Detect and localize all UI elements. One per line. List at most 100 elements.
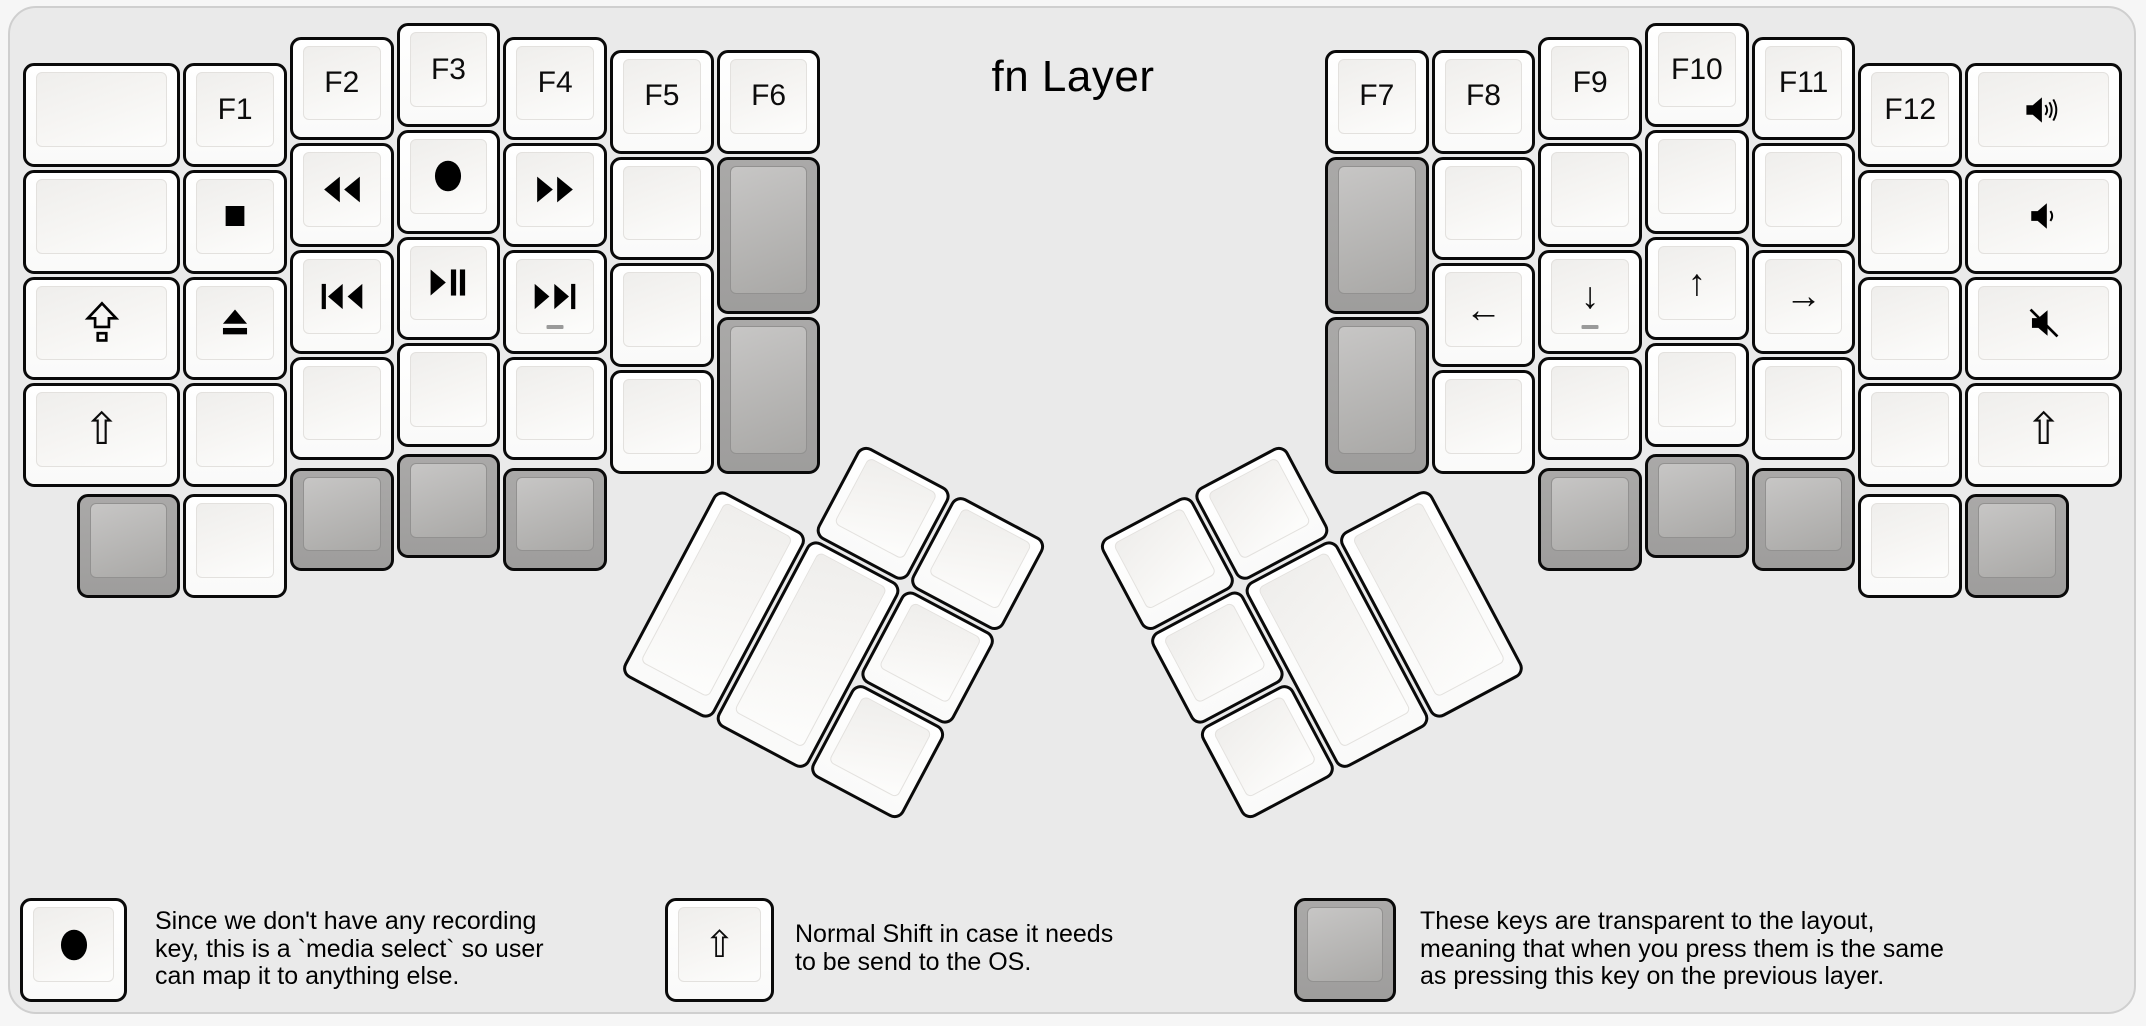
key-f11: F11 [1751,36,1856,141]
key-blank [289,356,394,461]
keycap-top [1444,58,1523,134]
legend-key [1294,898,1396,1002]
keycap-top [1337,58,1416,134]
keycap-top [623,58,701,134]
key-blank [1858,169,1963,274]
key-rewind [289,143,394,247]
key-blank [183,383,287,487]
key-label: ⇧ [36,392,167,467]
key-blank [183,494,287,598]
keycap-top [89,503,168,578]
legend-record-key [20,898,130,1005]
key-arrow-up: ↑ [1645,236,1749,341]
keycap-top [1658,463,1736,538]
keycap-top [196,503,274,578]
key-f2: F2 [289,36,394,141]
keycap-top [1551,258,1630,334]
keycap-top [516,476,595,552]
keycap-top [36,178,168,254]
keycap-top [36,392,168,467]
key-blank [1751,356,1856,461]
key-transparent [1538,467,1643,572]
key-label: F11 [1765,46,1843,121]
keycap-top [1444,165,1523,241]
key-transparent [1965,494,2069,598]
keycap-top [678,907,761,982]
key-label-text: ⇧ [83,405,121,455]
keycap-top [196,392,274,467]
record-icon [410,139,488,214]
key-blank [610,263,714,367]
keycap-top [1764,258,1843,334]
keycap-top [1764,152,1843,227]
keycap-top [1871,72,1950,147]
key-label: ⇧ [678,907,761,982]
key-label: F6 [730,59,808,134]
key-shift-lock [23,276,181,381]
key-f1: F1 [183,63,287,167]
key-label-text: ⇧ [2025,405,2063,455]
sub-legend-dash [546,324,564,329]
keycap-top [302,152,381,227]
key-blank [1858,383,1963,487]
key-label: → [1765,259,1843,334]
keycap-top [1658,138,1736,214]
keycap-top [302,45,381,121]
key-f10: F10 [1645,23,1749,127]
keycap-top [1551,476,1630,552]
key-transparent [396,454,501,558]
key-transparent [1645,454,1749,558]
fast-forward-icon [516,152,594,227]
keycap-top [623,378,701,454]
keycap-top [196,72,274,147]
mute-icon [1978,286,2109,361]
key-f8: F8 [1431,49,1536,154]
key-record [396,129,501,234]
key-arrow-left: ← [1431,263,1536,367]
key-transparent [289,467,394,572]
legend-record-text: Since we don't have any recording key, t… [155,907,544,991]
sub-legend-dash [1581,324,1599,329]
key-label-text: ↓ [1580,275,1600,317]
keycap-top [1978,392,2110,467]
keycap-top [729,58,808,134]
key-blank [1538,356,1643,461]
keycap-top [1871,503,1950,578]
key-label-text: F10 [1671,52,1723,86]
keycap-top [1337,325,1416,454]
keycap-top [36,72,168,147]
keycap-top [409,32,488,107]
key-label: F3 [410,32,488,107]
key-label: ↓ [1551,259,1629,334]
key-label: ↑ [1658,246,1736,321]
key-label-text: ⇧ [703,924,735,965]
key-label-text: F6 [751,79,787,113]
keycap-top [623,165,701,241]
keycap-top [1551,365,1630,441]
keycap-top [1658,32,1736,107]
keycap-top [409,463,488,538]
keycap-top [1871,178,1950,254]
key-label: F8 [1445,59,1523,134]
keycap-top [302,476,381,552]
key-volume-down [1965,169,2123,274]
shift-lock-icon [36,286,167,361]
key-f6: F6 [716,49,821,154]
keycap-top [302,365,381,441]
key-blank [1858,494,1963,598]
legend-transparent-key [1294,898,1399,1005]
key-arrow-right: → [1751,249,1856,354]
key-label: F1 [196,72,274,147]
key-blank [1858,276,1963,381]
key-label-text: F3 [430,52,466,86]
key-fast-forward [503,143,608,247]
key-shift: ⇧ [23,383,181,487]
key-label-text: F4 [537,65,573,99]
legend-line: Normal Shift in case it needs [795,920,1114,948]
keycap-top [1551,45,1630,121]
key-label: F4 [516,46,594,121]
legend-line: key, this is a `media select` so user [155,934,544,963]
volume-up-icon [1978,72,2109,147]
key-blank [1645,129,1749,234]
